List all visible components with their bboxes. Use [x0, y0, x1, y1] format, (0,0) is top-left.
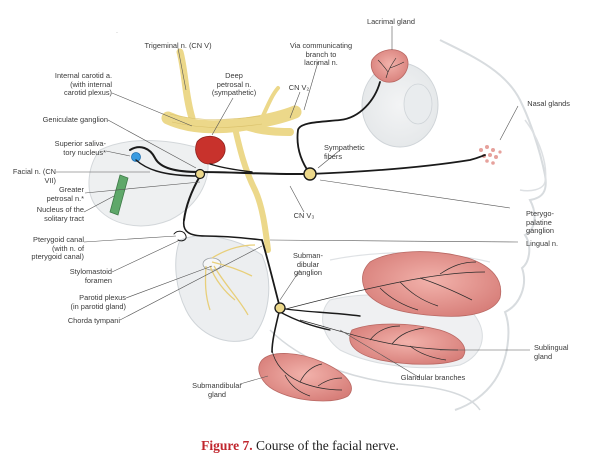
label-deep-petrosal: Deep petrosal n. (sympathetic) [211, 71, 257, 98]
figure-caption: Figure 7. Course of the facial nerve. [0, 438, 600, 454]
nucleus-solitary-tract [109, 174, 129, 216]
label-submandibular-ganglion: Subman- dibular ganglion [293, 251, 323, 278]
label-pterygopalatine: Pterygo- palatine ganglion [526, 209, 554, 236]
mandible-outline [269, 329, 481, 411]
parotid-plexus-branches [204, 244, 256, 316]
leader-lines [56, 26, 530, 385]
label-stylomastoid: Stylomastoid foramen [69, 267, 112, 285]
label-nucleus-solitary: Nucleus of the solitary tract [36, 205, 84, 223]
submandibular-ganglion [274, 302, 286, 314]
deep-petrosal-ganglion [195, 135, 226, 165]
pterygopalatine-ganglion [303, 167, 317, 181]
parotid-gland [175, 235, 270, 342]
label-glandular-branches: Glandular branches [400, 373, 466, 382]
label-chorda-tympani: Chorda tympani [67, 316, 120, 325]
label-pterygoid-canal: Pterygoid canal (with n. of pterygoid ca… [31, 235, 84, 262]
label-via-communicating: Via communicating branch to lacrimal n. [289, 41, 353, 68]
label-lingual: Lingual n. [526, 239, 559, 248]
label-cn-v2: CN V₂ [288, 83, 310, 92]
label-submandibular-gland: Submandibular gland [192, 381, 242, 399]
label-parotid-plexus: Parotid plexus (in parotid gland) [70, 293, 126, 311]
label-internal-carotid: Internal carotid a. (with internal carot… [54, 71, 112, 98]
nerve-pathways [129, 81, 486, 353]
label-superior-salivatory: Superior saliva- tory nucleus* [54, 139, 106, 157]
label-nasal-glands: Nasal glands [527, 99, 570, 108]
label-sublingual-gland: Sublingual gland [534, 343, 569, 361]
nose-outline [519, 119, 547, 192]
geniculate-ganglion [194, 168, 206, 180]
superior-salivatory-nucleus [131, 152, 141, 162]
label-lacrimal-gland: Lacrimal gland [366, 17, 416, 26]
label-greater-petrosal: Greater petrosal n.* [46, 185, 84, 203]
label-geniculate: Geniculate ganglion [42, 115, 108, 124]
label-cn-v3: CN V₃ [293, 211, 315, 220]
label-sympathetic-fibers: Sympathetic fibers [324, 143, 365, 161]
face-outline [439, 39, 547, 411]
lacrimal-gland [370, 49, 409, 83]
large-salivary-gland [362, 251, 502, 317]
nasal-glands [479, 145, 502, 165]
figure-number: Figure 7. [201, 438, 253, 453]
figure-title: Course of the facial nerve. [256, 438, 399, 453]
label-trigeminal: Trigeminal n. (CN V) [144, 41, 212, 50]
sublingual-gland [349, 323, 466, 365]
label-facial-n: Facial n. (CN VII) [12, 167, 56, 185]
corner-marker: · [116, 30, 118, 36]
